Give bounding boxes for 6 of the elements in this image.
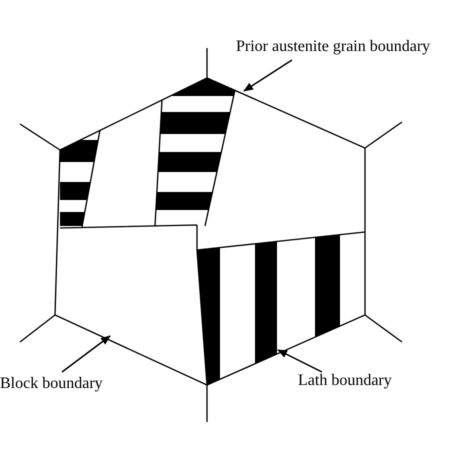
callout-label: Prior austenite grain boundary	[236, 38, 430, 56]
leader-arrow	[243, 59, 292, 92]
leader-arrow	[62, 335, 111, 373]
leader-arrow	[277, 349, 322, 373]
callout-label: Lath boundary	[298, 372, 392, 390]
callout-label: Block boundary	[0, 375, 103, 393]
